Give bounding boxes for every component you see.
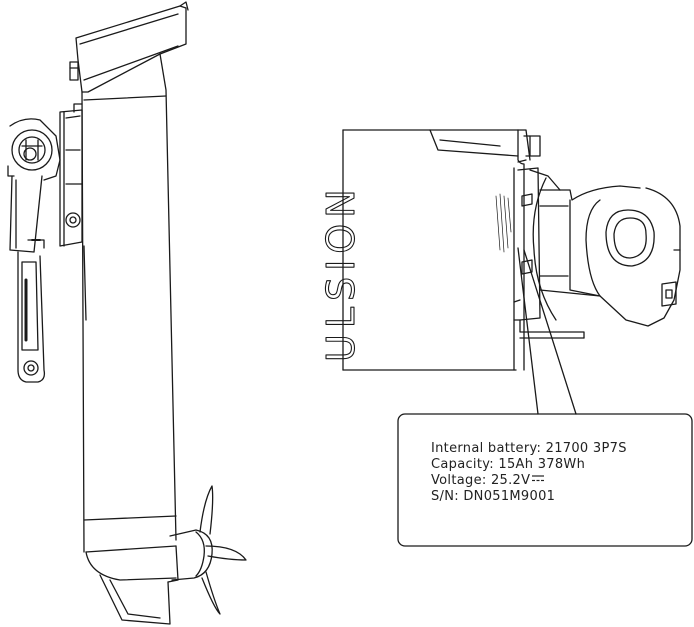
voltage-prefix: Voltage:	[431, 473, 491, 488]
capacity-line: Capacity: 15Ah 378Wh	[431, 457, 671, 473]
motor-full-view	[7, 1, 247, 625]
dc-current-icon	[532, 475, 545, 482]
capacity-value: 15Ah 378Wh	[498, 457, 586, 472]
battery-detail-view	[342, 129, 681, 371]
voltage-line: Voltage: 25.2V	[431, 473, 671, 489]
serial-number-line: S/N: DN051M9001	[431, 489, 556, 504]
capacity-prefix: Capacity:	[431, 457, 499, 472]
callout-box	[397, 413, 693, 547]
internal-battery-line: Internal battery: 21700 3P7S	[431, 441, 627, 456]
callout-pointer	[517, 247, 577, 415]
brand-logo-fragment: ULSION	[319, 183, 363, 362]
battery-spec-label: Internal battery: 21700 3P7S Capacity: 1…	[431, 441, 671, 505]
voltage-value: 25.2V	[490, 473, 531, 488]
bracket-label-marks	[495, 193, 512, 253]
